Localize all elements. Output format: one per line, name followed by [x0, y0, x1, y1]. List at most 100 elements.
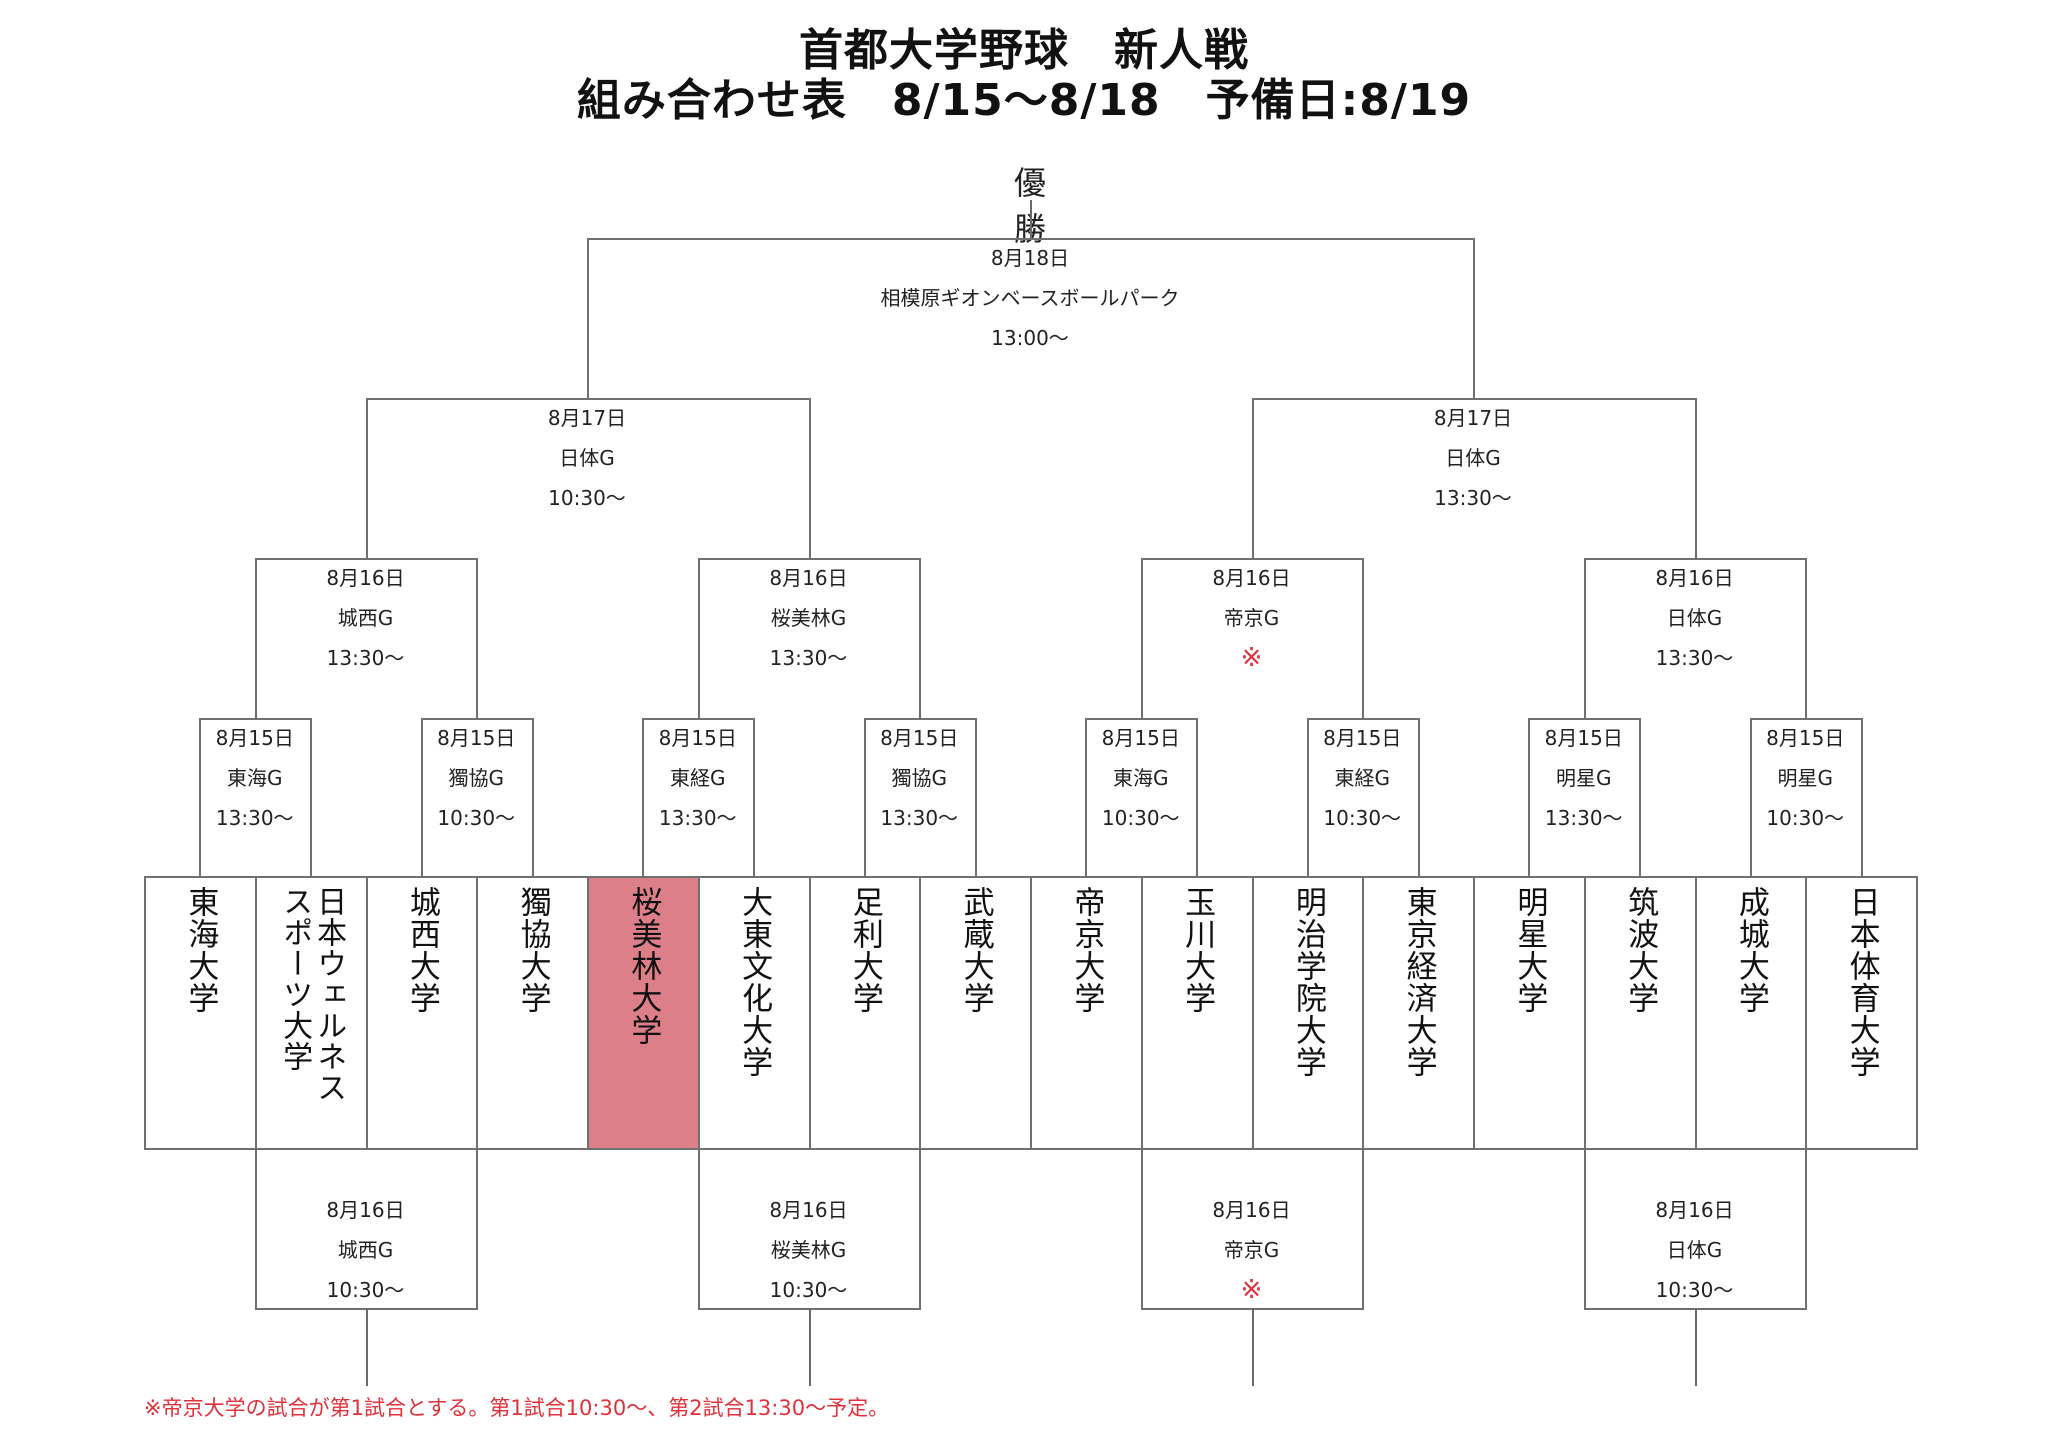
team-cell: 玉川大学 [1140, 876, 1252, 1150]
match-date: 8月15日 [215, 726, 294, 750]
team-cell: 城西大学 [365, 876, 477, 1150]
match-info-round2: 8月16日日体G 13:30～ [1495, 558, 1895, 678]
match-venue: 明星G [1556, 766, 1612, 790]
match-time: 13:30～ [1434, 486, 1512, 510]
match-box-final [587, 238, 1475, 400]
match-date: 8月17日 [547, 406, 627, 430]
team-name: 獨協大学 [514, 886, 551, 1014]
match-venue: 城西G [337, 606, 394, 630]
match-venue: 明星G [1777, 766, 1834, 790]
match-date: 8月16日 [326, 1198, 405, 1222]
match-time: 10:30～ [548, 486, 626, 510]
team-name: 日本ウェルネススポーツ大学 [277, 886, 347, 1103]
team-cell: 帝京大学 [1030, 876, 1141, 1150]
bottom-connector-line [808, 1308, 811, 1386]
match-info-round1: 8月15日東経G 10:30～ [1162, 718, 1562, 838]
match-date: 8月15日 [1101, 726, 1180, 750]
match-date: 8月16日 [1655, 566, 1734, 590]
match-date: 8月15日 [1766, 726, 1845, 750]
match-time: 13:30～ [1655, 646, 1734, 670]
team-cell: 成城大学 [1694, 876, 1806, 1150]
match-time: 10:30～ [1323, 806, 1402, 830]
team-cell: 日本ウェルネススポーツ大学 [254, 876, 366, 1150]
team-cell: 桜美林大学 [587, 876, 698, 1150]
match-venue: 東経G [1334, 766, 1391, 790]
match-time: 13:30～ [215, 806, 294, 830]
match-venue: 帝京G [1223, 606, 1280, 630]
team-cell: 大東文化大学 [697, 876, 809, 1150]
match-info-round2: 8月16日城西G 13:30～ [166, 558, 566, 678]
match-venue: 東海G [1113, 766, 1169, 790]
match-mark: ※ [1240, 643, 1263, 673]
match-venue: 獨協G [448, 766, 505, 790]
champion-line [1030, 200, 1032, 238]
team-cell: 獨協大学 [476, 876, 587, 1150]
team-cell: 明治学院大学 [1251, 876, 1363, 1150]
team-name: 成城大学 [1732, 886, 1769, 1014]
match-info-round2: 8月16日桜美林G 13:30～ [609, 558, 1009, 678]
match-date: 8月16日 [1655, 1198, 1734, 1222]
page-title: 首都大学野球 新人戦 [799, 25, 1249, 76]
match-time: 13:30～ [658, 806, 737, 830]
team-name: 日本体育大学 [1843, 886, 1880, 1078]
match-date: 8月16日 [326, 566, 405, 590]
team-name: 明治学院大学 [1289, 886, 1326, 1078]
match-venue: 相模原ギオンベースボールパーク [880, 286, 1180, 310]
team-name: 武蔵大学 [957, 886, 994, 1014]
match-date: 8月15日 [1544, 726, 1623, 750]
team-name: 城西大学 [403, 886, 440, 1014]
match-date: 8月15日 [880, 726, 959, 750]
match-venue: 東海G [227, 766, 283, 790]
match-date: 8月16日 [1212, 1198, 1291, 1222]
match-venue: 獨協G [891, 766, 948, 790]
team-name: 筑波大学 [1622, 886, 1659, 1014]
bottom-connector-line [1251, 1308, 1254, 1386]
match-time: 10:30～ [1101, 806, 1180, 830]
match-time: 13:00～ [991, 326, 1069, 350]
match-date: 8月16日 [769, 566, 848, 590]
match-venue: 日体G [1445, 446, 1501, 470]
match-date: 8月15日 [437, 726, 516, 750]
team-cell: 足利大学 [808, 876, 920, 1150]
match-info-round2: 8月16日帝京G ※ [1052, 558, 1452, 678]
match-time: 10:30～ [437, 806, 516, 830]
match-date: 8月15日 [658, 726, 737, 750]
bottom-connector-line [365, 1308, 368, 1386]
team-cell: 東京経済大学 [1362, 876, 1473, 1150]
match-date: 8月16日 [1212, 566, 1291, 590]
match-venue: 日体G [559, 446, 615, 470]
match-venue: 桜美林G [770, 1238, 847, 1262]
match-time: 10:30～ [1655, 1278, 1734, 1302]
match-time: 10:30～ [326, 1278, 405, 1302]
match-time: 13:30～ [769, 646, 848, 670]
team-name: 玉川大学 [1179, 886, 1216, 1014]
match-time: 13:30～ [1544, 806, 1623, 830]
match-venue: 日体G [1666, 606, 1723, 630]
footnote: ※帝京大学の試合が第1試合とする。第1試合10:30～、第2試合13:30～予定… [144, 1396, 890, 1420]
match-time: 13:30～ [326, 646, 405, 670]
team-cell: 日本体育大学 [1805, 876, 1918, 1150]
match-info-semifinal: 8月17日日体G 10:30～ [387, 398, 787, 518]
champion-label: 優勝 [1013, 164, 1046, 248]
match-venue: 日体G [1666, 1238, 1723, 1262]
page-subtitle: 組み合わせ表 8/15～8/18 予備日:8/19 [576, 75, 1472, 126]
team-name: 東京経済大学 [1400, 886, 1437, 1078]
team-name: 明星大学 [1511, 886, 1548, 1014]
match-time: 13:30～ [880, 806, 959, 830]
team-name: 足利大学 [846, 886, 883, 1014]
match-info-round1: 8月15日東海G 10:30～ [941, 718, 1341, 838]
match-info-bottom: 8月16日日体G 10:30～ [1495, 1190, 1895, 1310]
match-venue: 帝京G [1223, 1238, 1280, 1262]
match-venue: 桜美林G [770, 606, 847, 630]
match-info-bottom: 8月16日帝京G※ [1052, 1190, 1452, 1310]
match-info-round1: 8月15日獨協G 13:30～ [719, 718, 1119, 838]
match-date: 8月15日 [1323, 726, 1402, 750]
team-cell: 筑波大学 [1583, 876, 1695, 1150]
